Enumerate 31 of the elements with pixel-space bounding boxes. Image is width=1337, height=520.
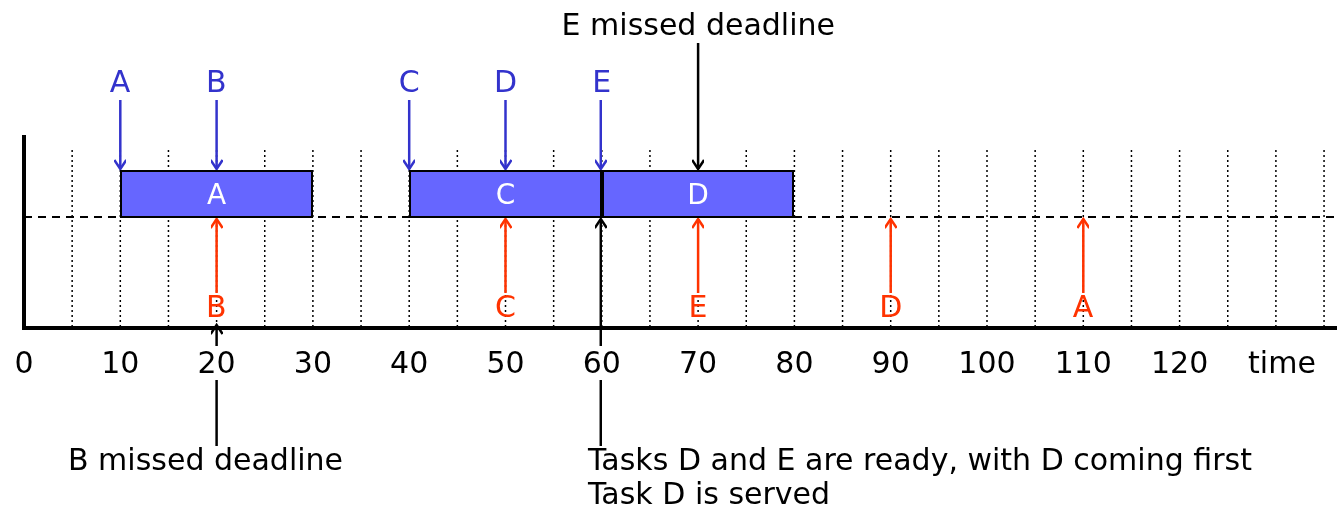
arrow — [401, 100, 417, 171]
task-label: C — [495, 177, 516, 211]
task-letter: E — [592, 65, 612, 99]
arrow — [209, 100, 224, 171]
arrow — [883, 217, 898, 293]
execution-bar — [601, 170, 795, 218]
task-label: D — [687, 177, 709, 211]
task-letter: C — [398, 65, 420, 99]
arrow — [498, 217, 513, 293]
annotation-text: Tasks D and E are ready, with D coming first — [588, 443, 1252, 477]
task-letter: E — [688, 290, 708, 324]
task-letter: B — [206, 290, 227, 324]
arrow — [690, 217, 706, 293]
task-letter: D — [494, 65, 518, 99]
task-label: A — [207, 177, 227, 211]
arrow — [113, 100, 128, 171]
annotation-text: Task D is served — [588, 477, 832, 511]
task-letter: C — [495, 290, 516, 324]
arrow — [1076, 217, 1091, 293]
task-letter: A — [1072, 290, 1094, 324]
annotation-text: B missed deadline — [68, 443, 344, 477]
arrow — [593, 100, 609, 171]
task-letter: D — [879, 290, 903, 324]
arrow — [209, 217, 224, 293]
arrow — [498, 100, 513, 171]
arrow — [690, 43, 706, 171]
annotation-text: E missed deadline — [561, 8, 835, 42]
execution-bar — [409, 170, 602, 218]
task-letter: A — [109, 65, 131, 99]
task-letter: B — [206, 65, 227, 99]
execution-bar — [120, 170, 313, 218]
